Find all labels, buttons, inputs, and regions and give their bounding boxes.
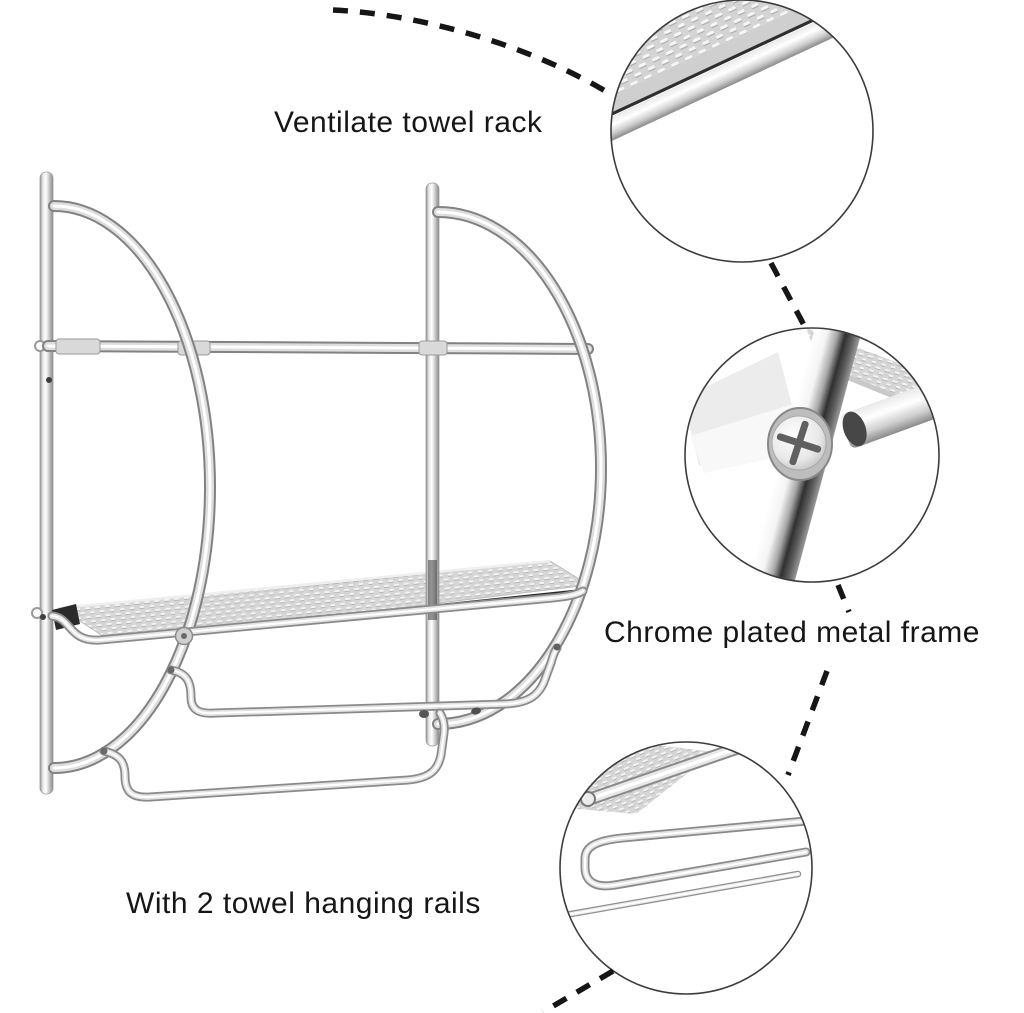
- callout-outline: [684, 327, 940, 583]
- leader-line-circle3-botlabel: [541, 968, 615, 1013]
- product-towel-rack: [31, 171, 601, 798]
- right-hoop-frame: [438, 212, 601, 724]
- shelf-corner-bracket: [52, 604, 80, 630]
- label-with-2-towel-hanging-rails: With 2 towel hanging rails: [126, 887, 481, 920]
- phillips-screw: [767, 407, 833, 481]
- towel-rail-lower: [101, 707, 481, 798]
- leader-line-circle2-midlabel: [835, 583, 852, 614]
- leader-line-top-label: [332, 7, 614, 98]
- right-wall-bar: [425, 182, 440, 747]
- callout-circle-frame: [684, 327, 940, 583]
- mount-screw-dot: [40, 614, 46, 620]
- top-towel-bar: [48, 338, 588, 356]
- wall-mount-hole: [31, 607, 43, 619]
- callout-outline: [559, 741, 813, 995]
- leader-line-midlabel-circle3: [785, 670, 830, 776]
- towel-rail-upper: [168, 643, 561, 714]
- left-wall-bar: [31, 171, 54, 795]
- leader-line-circle1-circle2: [768, 261, 809, 331]
- callout-circle-rail: [559, 741, 813, 995]
- label-ventilate-towel-rack: Ventilate towel rack: [274, 106, 543, 139]
- mount-screw-dot: [46, 377, 52, 383]
- label-chrome-plated-metal-frame: Chrome plated metal frame: [604, 616, 980, 649]
- callout-outline: [610, 0, 874, 263]
- shelf-front-rail: [52, 591, 583, 646]
- rail-screw: [181, 633, 187, 639]
